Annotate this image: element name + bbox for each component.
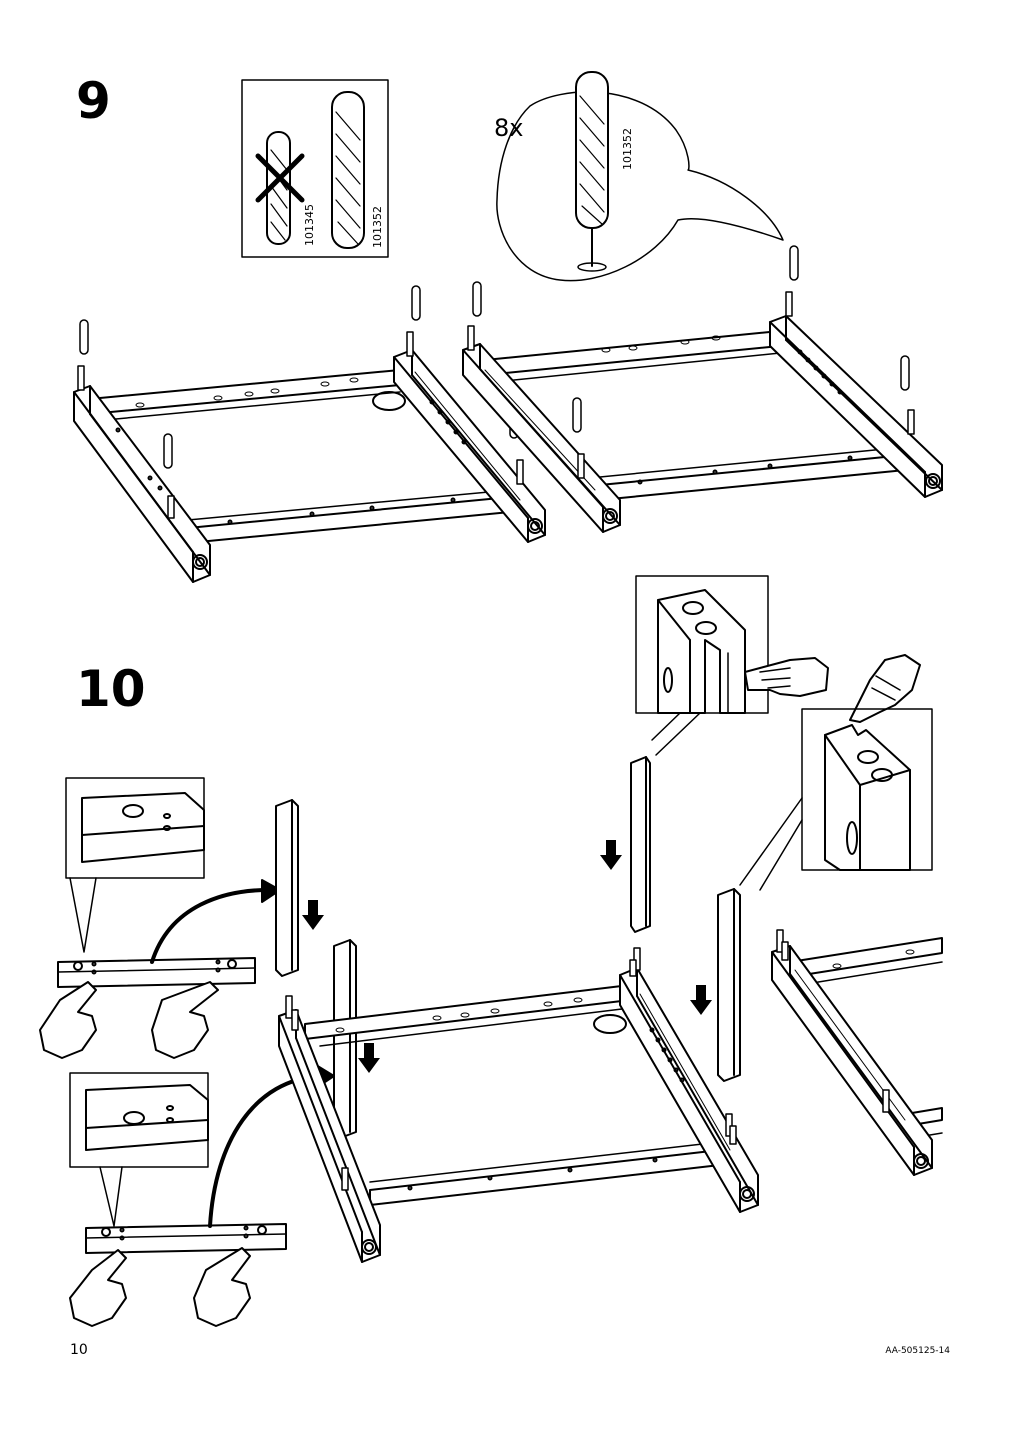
dowel-comparison-box: 101345 101352 [241,79,389,258]
zoom-dowel-icon [575,71,609,272]
rail-hole-detail-top [65,777,205,953]
leg-right-back [630,756,651,933]
leg-slot-detail-bottom [739,708,933,891]
dowel-wrong-id: 101345 [303,204,316,246]
step-9-number: 9 [76,72,111,130]
rail-hole-detail-bottom [69,1072,209,1227]
dowel-zoom-id: 101352 [621,128,634,170]
side-rail-top [57,957,256,988]
curved-arrow-top [150,879,281,964]
pointing-hand-down-icon [849,654,921,723]
main-base-frame [278,947,759,1263]
cross-mark-icon [255,153,305,203]
leg-left-back [275,799,299,977]
side-rail-bottom [85,1223,287,1254]
leg-left-front [333,939,357,1139]
pointing-hand-icon [744,657,829,697]
document-code: AA-505125-14 [885,1346,950,1356]
quantity-label: 8x [494,114,523,142]
down-arrow-icons [302,840,712,1073]
dowel-right-id: 101352 [371,206,384,248]
dowel-zoom-bubble: 8x 101352 [494,71,784,282]
step-10-number: 10 [76,660,146,718]
leg-right-front [717,888,741,1082]
right-base-frame [462,245,943,533]
finger-hand-icons [39,981,251,1327]
long-dowel-icon [331,91,365,249]
page-number: 10 [70,1342,88,1358]
partial-base-frame [771,929,943,1176]
leg-slot-detail-top [635,575,769,756]
